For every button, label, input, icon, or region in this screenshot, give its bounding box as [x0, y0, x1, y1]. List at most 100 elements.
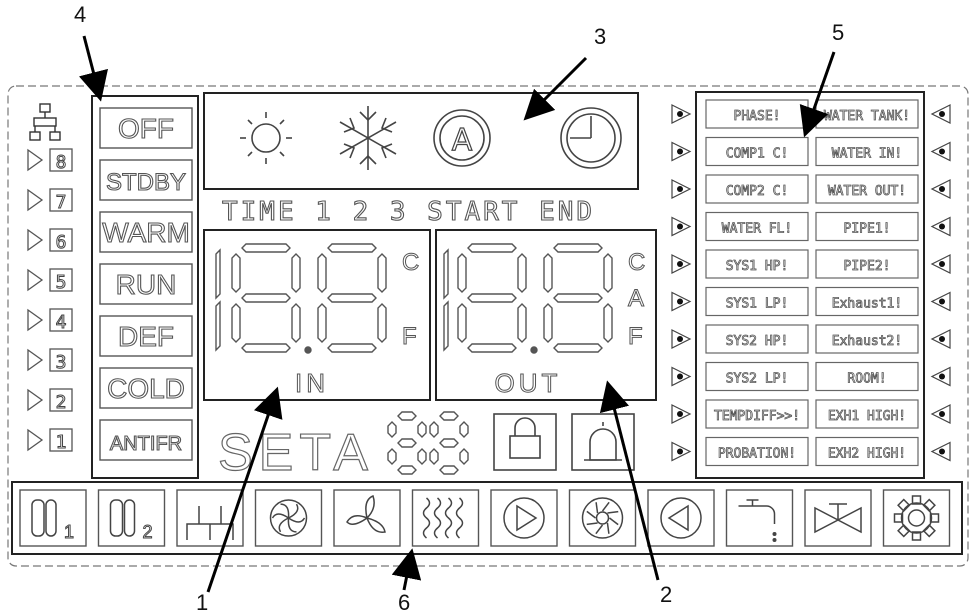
pointer-right-icon [671, 141, 692, 162]
pump-reverse-icon [647, 489, 715, 547]
alarm-label: Exhaust2! [832, 334, 902, 349]
unit-number: 8 [56, 152, 67, 173]
alarm-label: PHASE! [734, 109, 781, 124]
network-icon [29, 103, 61, 141]
alarm-label: PIPE2! [844, 259, 891, 274]
mode-label: ANTIFR [110, 433, 182, 455]
unit-number: 2 [56, 392, 67, 413]
alarm-bell-icon [571, 413, 635, 471]
mode-label: DEF [118, 321, 174, 352]
alarm-box [695, 91, 925, 479]
alarm-item: PROBATION! [705, 436, 809, 467]
callout-arrow-2 [599, 380, 660, 581]
in-label: IN [295, 368, 329, 398]
gear-icon [882, 489, 951, 547]
unit-indicator-6: 6 [27, 228, 73, 254]
callout-5: 5 [832, 20, 844, 45]
time-row: TIME 1 2 3 START END [222, 197, 595, 227]
unit-indicator-3: 3 [27, 348, 73, 374]
alarm-label: EXH2 HIGH! [828, 447, 906, 462]
alarm-pointers [671, 104, 951, 462]
alarm-label: SYS1 HP! [726, 259, 789, 274]
callout-arrow-4 [78, 35, 109, 102]
alarm-item: SYS2 HP! [705, 324, 809, 354]
snowflake-icon [339, 106, 397, 170]
pointer-right-icon [671, 254, 692, 274]
auto-icon: A [433, 109, 491, 167]
segment-digit [429, 411, 469, 475]
in-display [203, 229, 431, 401]
pump-forward-icon [490, 489, 558, 547]
pointer-right-icon [671, 329, 692, 349]
panel-outline [7, 85, 969, 567]
pointer-right-icon [671, 104, 692, 124]
play-arrow-icon [27, 388, 44, 412]
callout-6: 6 [398, 590, 410, 612]
alarm-label: WATER OUT! [828, 184, 906, 199]
mode-label: STDBY [106, 169, 186, 196]
status-icon-box [203, 92, 639, 190]
alarm-item: WATER IN! [815, 136, 919, 167]
alarm-item: PIPE2! [815, 249, 919, 279]
alarm-label: TEMPDIFF>>! [714, 409, 800, 424]
unit-number: 6 [56, 232, 67, 253]
alarm-item: COMP2 C! [705, 174, 809, 204]
alarm-item: PIPE1! [815, 211, 919, 242]
unit-indicator-2: 2 [27, 388, 73, 414]
pointer-right-icon [671, 216, 692, 237]
alarm-label: WATER FL! [722, 222, 792, 237]
unit-indicator-7: 7 [27, 188, 73, 214]
unit-number: 7 [56, 192, 67, 213]
alarm-label: WATER IN! [832, 147, 902, 162]
timer-icon [560, 107, 622, 169]
segment-digit [457, 243, 527, 353]
svg-text:A: A [452, 123, 473, 158]
alarm-list: PHASE!WATER TANK!COMP1 C!WATER IN!COMP2 … [705, 99, 919, 467]
pointer-left-icon [930, 366, 951, 387]
alarm-label: COMP2 C! [726, 184, 789, 199]
segment-digit [387, 411, 427, 475]
sun-icon [240, 112, 292, 164]
unit-indicator-1: 1 [27, 428, 73, 454]
pointer-left-icon [930, 141, 951, 162]
component-icon-bar [11, 481, 963, 555]
compressor-number: 1 [64, 522, 74, 542]
pointer-right-icon [671, 366, 692, 387]
alarm-item: SYS2 LP! [705, 361, 809, 392]
unit-number: 3 [56, 352, 67, 373]
pointer-right-icon [671, 404, 692, 424]
mode-item-cold: COLD [99, 367, 193, 409]
play-arrow-icon [27, 188, 44, 212]
out-segment-digits [443, 243, 613, 354]
mode-item-def: DEF [99, 315, 193, 357]
alarm-label: EXH1 HIGH! [828, 409, 906, 424]
out-fahrenheit-label: F [628, 323, 643, 350]
seta-label: SETA [218, 424, 374, 482]
alarm-label: PROBATION! [718, 447, 796, 462]
alarm-label: SYS1 LP! [726, 297, 789, 312]
pointer-left-icon [930, 179, 951, 199]
compressor-2-icon: 2 [97, 489, 166, 547]
pointer-left-icon [930, 216, 951, 237]
callout-1: 1 [196, 590, 208, 612]
out-a-label: A [628, 285, 644, 312]
pointer-left-icon [930, 329, 951, 349]
alarm-item: PHASE! [705, 99, 809, 129]
callout-4: 4 [74, 2, 86, 27]
alarm-item: ROOM! [815, 361, 919, 392]
callout-arrow-5 [799, 51, 836, 138]
pointer-left-icon [930, 441, 951, 462]
play-arrow-icon [27, 268, 44, 292]
mode-item-off: OFF [99, 107, 193, 149]
mode-label: WARM [102, 217, 190, 248]
play-arrow-icon [27, 308, 44, 332]
mode-label: COLD [107, 373, 185, 404]
callout-arrow-6 [391, 548, 422, 591]
segment-digit [317, 243, 387, 353]
fan-icon [254, 489, 323, 547]
out-label: OUT [495, 368, 562, 398]
